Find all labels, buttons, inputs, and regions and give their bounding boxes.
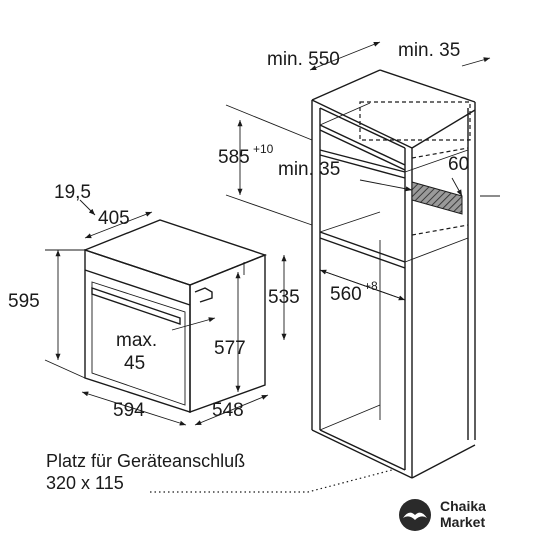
cabinet-drawing: [311, 69, 476, 479]
label-top-depth: 405: [98, 208, 130, 229]
label-cab-depth-gap: min. 35: [398, 40, 460, 61]
label-handle-max: max.: [116, 330, 157, 351]
note-line-2: 320 x 115: [46, 473, 124, 493]
label-body-height: 577: [214, 338, 246, 359]
chaika-logo: Chaika Market: [399, 498, 486, 531]
label-vent-depth: 60: [448, 154, 469, 175]
logo-line-2: Market: [440, 514, 485, 530]
label-cab-width: min. 550: [267, 49, 340, 70]
label-front-thickness: 19,5: [54, 182, 91, 203]
label-handle-max-value: 45: [124, 353, 145, 374]
label-niche-height: 585: [218, 147, 250, 168]
label-niche-width: 560: [330, 284, 362, 305]
label-vent-gap: min. 35: [278, 159, 340, 180]
label-niche-width-tol: +8: [364, 279, 378, 293]
label-oven-height: 595: [8, 291, 40, 312]
dimension-lines: [44, 41, 500, 493]
label-oven-depth: 548: [212, 400, 244, 421]
oven-drawing: [82, 219, 268, 413]
label-oven-width: 594: [113, 400, 145, 421]
note-line-1: Platz für Geräteanschluß: [46, 451, 245, 471]
label-niche-height-tol: +10: [253, 142, 274, 156]
logo-line-1: Chaika: [440, 498, 486, 514]
label-inner-height: 535: [268, 287, 300, 308]
